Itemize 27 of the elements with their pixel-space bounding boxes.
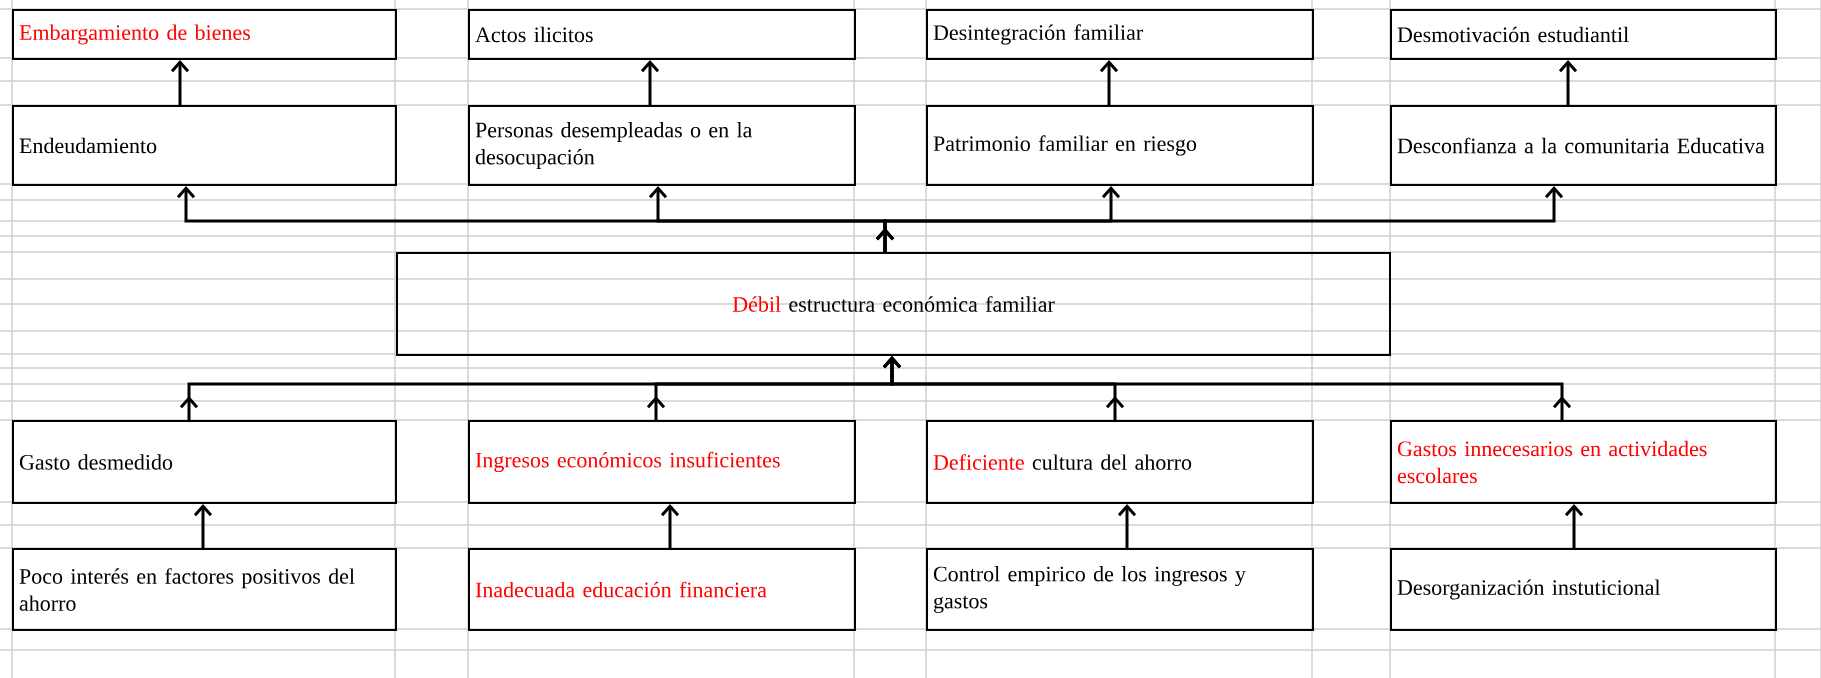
arrow [875,186,1564,252]
effect-box: Desconfianza a la comunitaria Educativa [1390,105,1777,186]
effect-box: Actos ilicitos [468,9,856,60]
arrow [170,60,190,105]
effect-box: Embargamiento de bienes [12,9,397,60]
arrow [1564,504,1584,548]
arrow [1558,60,1578,105]
arrow [1117,504,1137,548]
arrow [660,504,680,548]
cause-box: Ingresos económicos insuficientes [468,420,856,504]
cause-box: Desorganización instuticional [1390,548,1777,631]
cause-box: Poco interés en factores positivos del ahorro [12,548,397,631]
cause-box: Inadecuada educación financiera [468,548,856,631]
effect-box: Desmotivación estudiantil [1390,9,1777,60]
cause-box: Control empirico de los ingresos y gastos [926,548,1314,631]
cause-box: Deficiente cultura del ahorro [926,420,1314,504]
effect-box: Patrimonio familiar en riesgo [926,105,1314,186]
effect-box: Personas desempleadas o en la desocupación [468,105,856,186]
problem-box: Débil estructura económica familiar [396,252,1391,356]
effect-box: Desintegración familiar [926,9,1314,60]
cause-box: Gasto desmedido [12,420,397,504]
arrow [1099,60,1119,105]
arrow [882,356,1572,420]
arrow [640,60,660,105]
effect-box: Endeudamiento [12,105,397,186]
cause-box: Gastos innecesarios en actividades escolares [1390,420,1777,504]
arrow [193,504,213,548]
